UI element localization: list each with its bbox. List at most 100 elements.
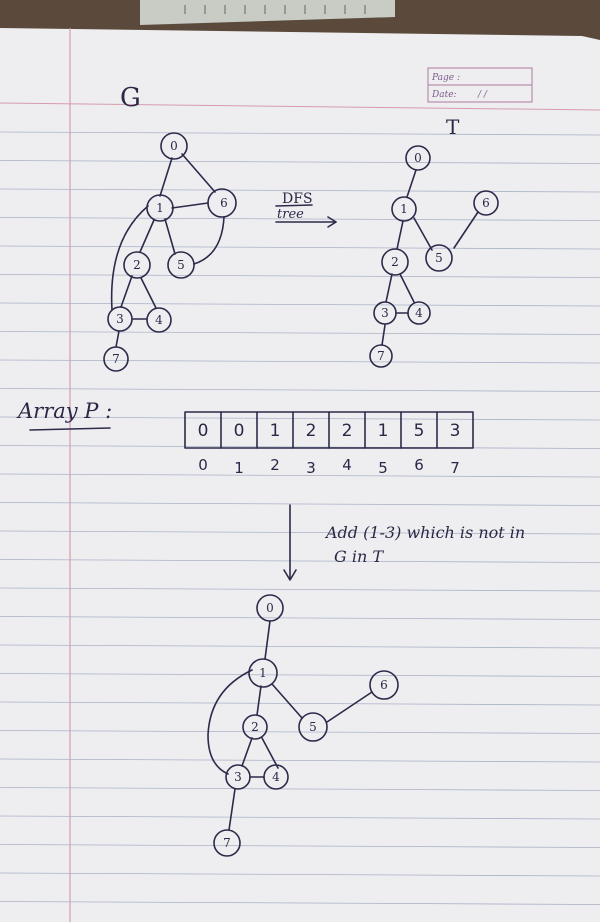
note-line1: Add (1-3) which is not in — [324, 523, 525, 542]
svg-text:5: 5 — [309, 720, 317, 734]
tree-final: 0 1 6 2 5 3 4 7 — [207, 594, 399, 857]
svg-text:0: 0 — [170, 139, 178, 153]
t-node-4: 4 — [407, 301, 431, 325]
g-node-5: 5 — [167, 251, 195, 279]
svg-text:3: 3 — [234, 770, 242, 784]
svg-text:5: 5 — [435, 251, 443, 265]
t-edge-2-3 — [385, 273, 393, 303]
array-index: 0 — [198, 456, 208, 474]
g-edge-2-3 — [120, 275, 133, 308]
array-index: 2 — [270, 456, 280, 474]
f-node-1: 1 — [248, 658, 278, 688]
note-line2: G in T — [334, 547, 384, 566]
tree-t-edges — [381, 169, 479, 346]
svg-text:5: 5 — [177, 258, 185, 272]
svg-text:4: 4 — [415, 306, 423, 320]
g-edge-3-7 — [115, 330, 120, 348]
dfs-label: DFS — [282, 191, 313, 207]
f-edge-1-3-added — [207, 669, 253, 775]
g-edge-6-5 — [193, 216, 225, 265]
g-edge-0-1 — [159, 157, 173, 197]
array-cell-value: 0 — [198, 421, 209, 441]
array-index: 7 — [450, 459, 460, 477]
t-edge-0-1 — [406, 169, 417, 198]
g-edge-1-6 — [171, 202, 209, 209]
svg-text:4: 4 — [155, 313, 163, 327]
ruler — [140, 0, 395, 25]
date-value: / / — [477, 90, 488, 100]
svg-text:2: 2 — [133, 258, 141, 272]
down-arrow — [283, 504, 297, 581]
g-node-7: 7 — [103, 346, 129, 372]
array-cell-value: 0 — [234, 421, 245, 441]
f-edge-0-1 — [264, 620, 271, 660]
g-node-3: 3 — [107, 306, 133, 332]
array-index: 1 — [234, 459, 244, 477]
f-edge-2-3 — [241, 737, 253, 767]
t-edge-1-2 — [396, 220, 404, 250]
date-label: Date: — [431, 90, 457, 100]
f-edge-2-4 — [261, 737, 279, 769]
array-cells: 0 0 1 2 2 1 5 3 — [198, 411, 461, 449]
t-node-7: 7 — [369, 344, 393, 368]
tree-t-title: T — [446, 115, 460, 139]
array-cell-value: 1 — [270, 421, 281, 441]
page-label: Page : — [431, 73, 460, 83]
g-edge-0-6 — [181, 153, 216, 193]
g-edge-1-2 — [139, 219, 155, 253]
f-edge-5-6 — [326, 691, 373, 723]
array-index: 5 — [378, 459, 388, 477]
tree-t: T 0 1 6 2 5 3 4 7 — [369, 115, 499, 368]
ruler-ticks — [184, 5, 366, 14]
t-node-6: 6 — [473, 190, 499, 216]
t-edge-3-7 — [381, 324, 386, 346]
svg-text:7: 7 — [223, 836, 231, 850]
tree-label: tree — [277, 207, 304, 222]
array-cell-value: 1 — [378, 421, 389, 441]
array-cell-value: 3 — [450, 421, 461, 441]
svg-text:2: 2 — [251, 720, 259, 734]
f-node-4: 4 — [263, 764, 289, 790]
array-cell-value: 2 — [342, 421, 353, 441]
svg-text:1: 1 — [259, 666, 267, 680]
g-edge-1-5 — [164, 218, 176, 255]
f-node-3: 3 — [225, 764, 251, 790]
t-node-3: 3 — [373, 301, 397, 325]
g-edge-2-4 — [140, 277, 157, 309]
g-node-6: 6 — [207, 188, 237, 218]
page-date-box: Page : Date: / / — [427, 67, 533, 103]
svg-text:6: 6 — [220, 196, 228, 210]
g-node-4: 4 — [146, 307, 172, 333]
svg-text:0: 0 — [266, 601, 274, 615]
graph-g-edges — [110, 153, 225, 348]
array-label: Array P : — [16, 399, 112, 423]
t-node-2: 2 — [381, 248, 409, 276]
svg-text:3: 3 — [381, 306, 389, 320]
svg-text:1: 1 — [400, 202, 408, 216]
g-node-0: 0 — [160, 132, 188, 160]
array-index: 3 — [306, 459, 316, 477]
t-edge-1-5 — [413, 217, 433, 251]
top-margin-line — [0, 102, 600, 111]
t-edge-2-4 — [399, 273, 415, 303]
svg-text:7: 7 — [112, 352, 120, 366]
array-cell-value: 5 — [414, 421, 425, 441]
t-node-5: 5 — [425, 244, 453, 272]
f-node-5: 5 — [298, 712, 328, 742]
dfs-arrow: DFS tree — [275, 191, 337, 228]
array-index: 4 — [342, 456, 352, 474]
svg-text:6: 6 — [482, 196, 490, 210]
svg-text:4: 4 — [272, 770, 280, 784]
svg-text:3: 3 — [116, 312, 124, 326]
array-cell-value: 2 — [306, 421, 317, 441]
graph-g-title: G — [120, 83, 141, 113]
f-node-6: 6 — [369, 670, 399, 700]
f-node-7: 7 — [213, 829, 241, 857]
g-edge-1-3 — [110, 205, 149, 311]
f-edge-1-5 — [271, 683, 303, 719]
t-node-1: 1 — [391, 196, 417, 222]
final-edges — [207, 620, 373, 831]
svg-text:7: 7 — [377, 349, 385, 363]
